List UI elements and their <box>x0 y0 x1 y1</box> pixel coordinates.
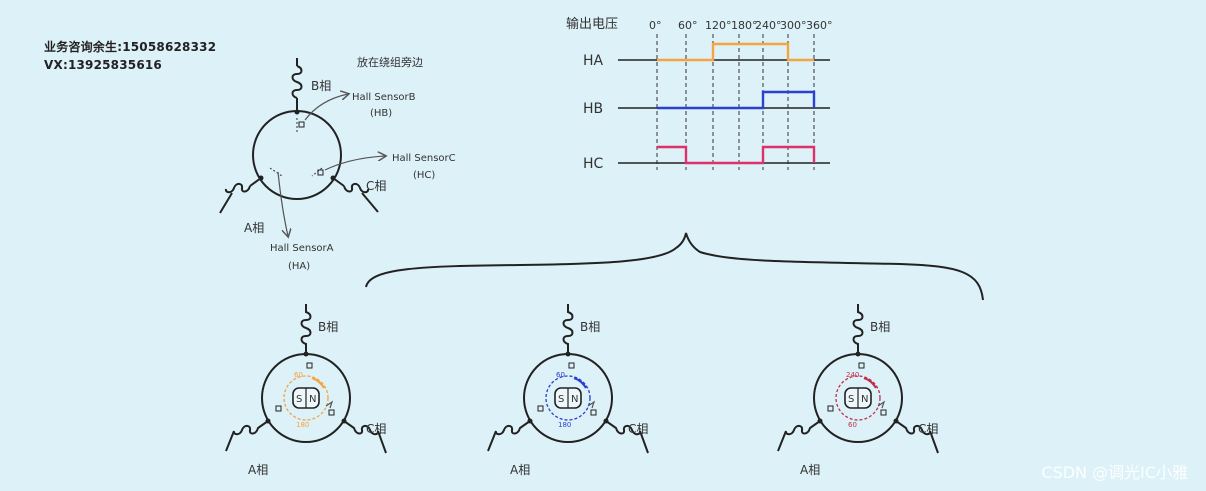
angle-mark-bottom: 60 <box>848 421 857 429</box>
rotation-arrow <box>311 376 325 389</box>
signal-label: HA <box>583 53 604 69</box>
rotor-n-pole: N <box>309 394 316 405</box>
angle-mark-top: 60 <box>556 371 565 379</box>
sensor-c-name: Hall SensorC <box>392 153 456 164</box>
contact-line-phone: 业务咨询余生:15058628332 <box>44 40 217 54</box>
angle-mark-bottom: 180 <box>558 421 571 429</box>
signal-trace <box>657 145 816 165</box>
rotor-s-pole: S <box>558 394 564 405</box>
phase-c-coil <box>895 420 939 454</box>
angle-label: 60° <box>678 19 698 32</box>
phase-c-label: C相 <box>628 422 648 436</box>
arrow-icon <box>587 400 596 409</box>
phase-b-label: B相 <box>318 320 338 334</box>
angle-label: 240° <box>755 19 782 32</box>
angle-mark-top: 240 <box>846 371 859 379</box>
phase-a-label: A相 <box>510 463 530 477</box>
stator-circle <box>252 110 342 200</box>
phase-a-label: A相 <box>248 463 268 477</box>
hall-sensor-b <box>306 362 313 369</box>
phase-b-coil <box>300 304 312 354</box>
sensor-b-name: Hall SensorB <box>352 92 416 103</box>
rotation-path <box>835 375 881 421</box>
phase-b-label: B相 <box>870 320 890 334</box>
timing-ylabel: 输出电压 <box>566 16 618 32</box>
phase-a-label: A相 <box>800 463 820 477</box>
top-motor: B相 A相 C相 放在绕组旁边 Hall SensorB (HB) Hall S… <box>219 55 456 272</box>
phase-b-coil <box>852 304 864 354</box>
phase-a-coil <box>219 175 264 214</box>
phase-b-coil <box>291 58 303 115</box>
angle-label: 0° <box>649 19 662 32</box>
phase-b-coil <box>562 304 574 354</box>
rotation-arrow <box>573 376 587 389</box>
angle-gridlines <box>656 34 815 170</box>
placement-note: 放在绕组旁边 <box>357 55 423 69</box>
top-phase-a-label: A相 <box>244 221 264 235</box>
contact-line-wechat: VX:13925835616 <box>44 58 162 72</box>
rotor-n-pole: N <box>571 394 578 405</box>
phase-c-coil <box>330 175 379 213</box>
angle-label: 360° <box>806 19 833 32</box>
phase-c-coil <box>605 420 649 454</box>
sensor-c-abbr: (HC) <box>413 170 435 181</box>
signal-trace <box>657 42 814 62</box>
rotation-path <box>283 375 329 421</box>
curly-brace <box>365 232 984 301</box>
phase-a-coil <box>487 420 531 452</box>
hall-sensor-c <box>590 409 597 416</box>
hall-sensor-b <box>298 121 305 128</box>
sensor-a-abbr: (HA) <box>288 261 310 272</box>
top-phase-b-label: B相 <box>311 79 331 93</box>
sensor-b-abbr: (HB) <box>370 108 392 119</box>
angle-label: 180° <box>731 19 758 32</box>
top-phase-c-label: C相 <box>366 179 386 193</box>
signal-label: HB <box>583 101 603 117</box>
hall-sensor-a <box>827 405 834 412</box>
phase-a-coil <box>225 420 269 452</box>
hall-sensor-c <box>880 409 887 416</box>
angle-label: 120° <box>705 19 732 32</box>
phase-b-label: B相 <box>580 320 600 334</box>
rotor-n-pole: N <box>861 394 868 405</box>
hall-sensor-a <box>537 405 544 412</box>
arrow-icon <box>877 400 886 409</box>
angle-labels: 0° 60° 120°180°240°300°360° <box>649 19 833 32</box>
hall-sensor-b <box>858 362 865 369</box>
phase-c-label: C相 <box>918 422 938 436</box>
rotor-s-pole: S <box>296 394 302 405</box>
signal-traces: HA HB HC <box>583 42 830 172</box>
contact-info: 业务咨询余生:15058628332 VX:13925835616 <box>44 38 216 74</box>
rotation-path <box>545 375 591 421</box>
signal-trace <box>657 90 816 110</box>
hall-sensor-a <box>275 405 282 412</box>
csdn-watermark: CSDN @调光IC小雅 <box>1041 463 1188 482</box>
angle-mark-bottom: 180 <box>296 421 309 429</box>
hall-sensor-c <box>317 169 324 176</box>
hall-sensor-b <box>568 362 575 369</box>
signal-label: HC <box>583 156 604 172</box>
phase-c-coil <box>343 420 387 454</box>
angle-label: 300° <box>780 19 807 32</box>
phase-c-label: C相 <box>366 422 386 436</box>
rotation-arrow <box>863 376 877 389</box>
sensor-a-name: Hall SensorA <box>270 243 334 254</box>
rotor-s-pole: S <box>848 394 854 405</box>
phase-a-coil <box>777 420 821 452</box>
angle-mark-top: 60 <box>294 371 303 379</box>
hall-timing-diagram: 输出电压 0° 60° 120°180°240°300°360° HA HB HC <box>566 16 833 172</box>
hall-sensor-c <box>328 409 335 416</box>
arrow-icon <box>325 400 334 409</box>
